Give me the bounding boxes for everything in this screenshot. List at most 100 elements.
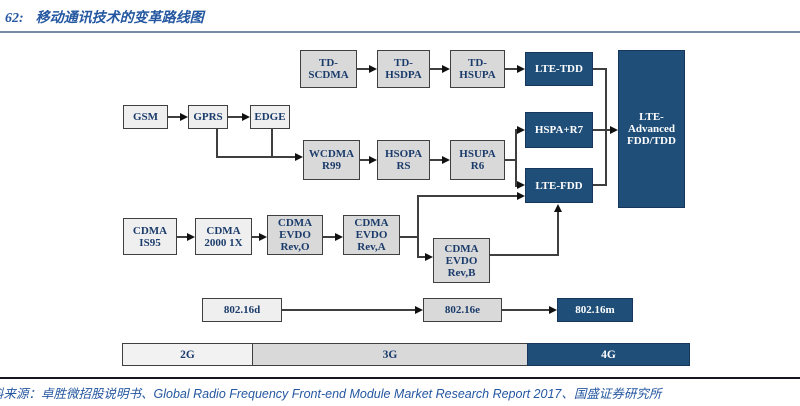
node-802-16d: 802.16d: [202, 298, 282, 322]
connector-arrow: [517, 65, 525, 73]
connector-line: [360, 159, 370, 161]
connector-line: [605, 68, 607, 186]
connector-line: [323, 236, 337, 238]
node-label: EVDO: [355, 229, 388, 241]
node-label: CDMA: [354, 217, 389, 229]
connector-line: [505, 159, 517, 161]
node-label: GPRS: [193, 111, 223, 123]
connector-arrow: [335, 233, 343, 241]
node-label: CDMA: [277, 217, 313, 229]
connector-arrow: [425, 253, 433, 261]
node-label: TD-: [319, 57, 338, 69]
timeline-label: 3G: [382, 348, 398, 361]
node-label: R6: [470, 160, 485, 172]
connector-line: [417, 195, 419, 258]
connector-line: [400, 236, 419, 238]
node-label: Advanced: [627, 123, 676, 135]
connector-arrow: [549, 306, 557, 314]
connector-line: [282, 309, 416, 311]
connector-line: [502, 309, 549, 311]
timeline-label: 2G: [180, 348, 195, 361]
connector-line: [593, 68, 606, 70]
node-label: Rev,A: [357, 241, 386, 253]
connector-line: [177, 236, 188, 238]
node-label: Rev,O: [280, 241, 310, 253]
connector-arrow: [517, 126, 525, 134]
connector-line: [228, 116, 242, 118]
node-lte-tdd: LTE-TDD: [525, 52, 593, 86]
connector-arrow: [369, 156, 377, 164]
connector-arrow: [415, 306, 423, 314]
connector-arrow: [259, 233, 267, 241]
node-label: 802.16d: [223, 304, 261, 316]
node-label: SCDMA: [308, 69, 349, 81]
connector-line: [593, 184, 606, 186]
title-divider: [0, 31, 800, 33]
timeline-segment-4g: 4G: [527, 343, 690, 366]
node-label: 2000 1X: [204, 236, 243, 249]
node-label: 802.16m: [575, 304, 615, 316]
node-label: TD-: [394, 57, 413, 69]
node-td-scdma: TD-SCDMA: [300, 50, 357, 88]
node-label: CDMA: [132, 224, 168, 237]
connector-line: [505, 68, 518, 70]
connector-line: [216, 128, 218, 158]
node-label: LTE-: [639, 111, 664, 123]
node-label: R99: [322, 160, 341, 172]
connector-line: [216, 156, 295, 158]
node-label: EVDO: [445, 254, 478, 267]
connector-arrow: [180, 113, 188, 121]
connector-line: [417, 195, 517, 197]
connector-arrow: [369, 65, 377, 73]
node-edge: EDGE: [250, 105, 290, 129]
generation-timeline-bar: 2G 3G 4G: [122, 343, 690, 366]
node-td-hsdpa: TD-HSDPA: [377, 50, 430, 88]
figure-title: 62: 移动通讯技术的变革路线图: [5, 7, 204, 27]
connector-line: [252, 236, 260, 238]
connector-arrow: [610, 126, 618, 134]
node-label: IS95: [139, 236, 161, 249]
node-gprs: GPRS: [188, 105, 228, 129]
figure-number: 62:: [5, 11, 24, 26]
connector-arrow: [442, 65, 450, 73]
node-label: TD-: [468, 57, 487, 69]
connector-line: [490, 254, 559, 256]
figure-title-text: 移动通讯技术的变革路线图: [35, 11, 204, 26]
node-label: EDGE: [254, 111, 286, 123]
node-lte-fdd: LTE-FDD: [525, 168, 593, 203]
node-label: LTE-TDD: [535, 63, 583, 75]
connector-arrow: [554, 204, 562, 212]
connector-arrow: [295, 153, 303, 161]
connector-line: [430, 68, 443, 70]
source-note: 料来源：卓胜微招股说明书、Global Radio Frequency Fron…: [0, 383, 661, 402]
node-802-16m: 802.16m: [557, 298, 633, 322]
source-text-en: Global Radio Frequency Front-end Module …: [153, 387, 562, 401]
connector-line: [357, 68, 370, 70]
node-label: RS: [396, 160, 411, 172]
timeline-label: 4G: [601, 348, 616, 361]
source-text-cn: 、国盛证券研究所: [561, 387, 662, 401]
node-label: HSOPA: [384, 148, 423, 160]
node-label: GSM: [132, 111, 159, 123]
timeline-segment-3g: 3G: [251, 343, 529, 366]
connector-arrow: [517, 181, 525, 189]
source-text-cn: 料来源：卓胜微招股说明书、: [0, 387, 154, 401]
footer-divider: [0, 377, 800, 379]
connector-line: [593, 129, 610, 131]
node-label: FDD/TDD: [627, 135, 676, 147]
connector-line: [271, 128, 273, 158]
node-td-hsupa: TD-HSUPA: [450, 50, 505, 88]
node-label: HSUPA: [459, 69, 496, 81]
connector-arrow: [187, 233, 195, 241]
node-802-16e: 802.16e: [423, 298, 502, 322]
node-label: 802.16e: [444, 304, 481, 316]
node-label: CDMA: [444, 242, 479, 255]
